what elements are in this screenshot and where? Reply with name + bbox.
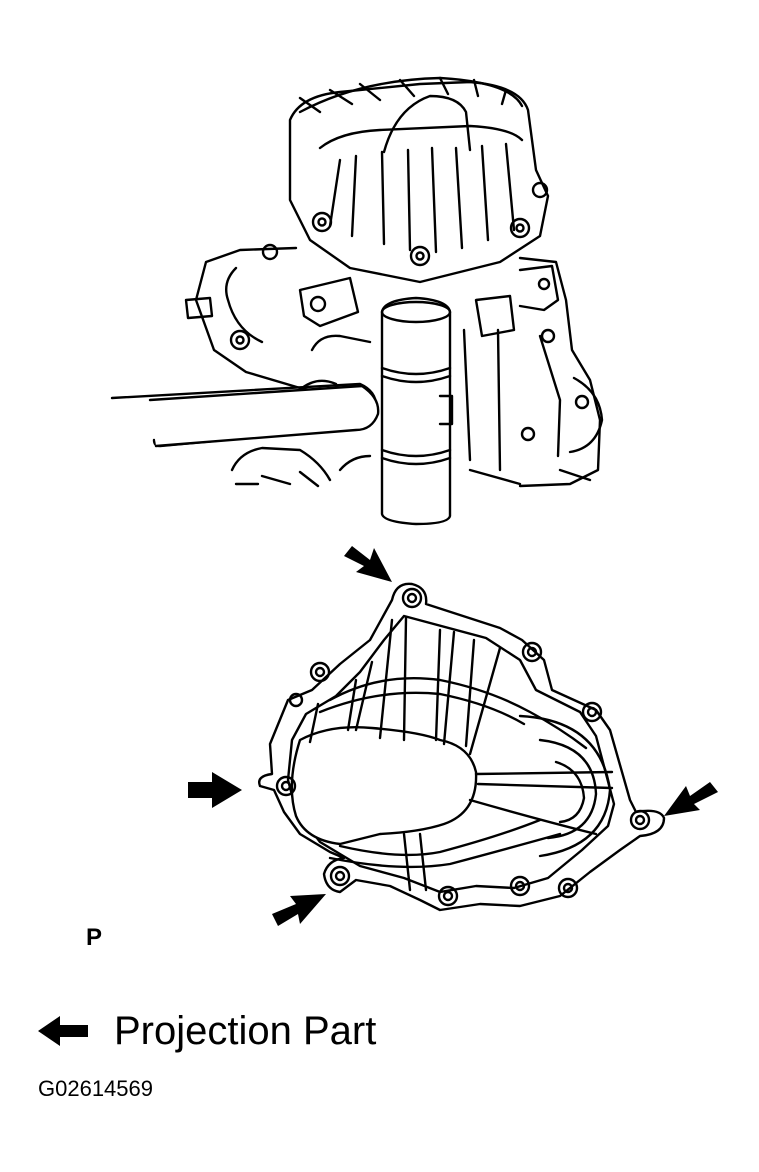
projection-arrows: [188, 546, 718, 926]
transmission-assembly: [184, 76, 604, 488]
projection-arrow-top: [344, 546, 392, 582]
projection-arrow-right: [664, 782, 718, 816]
legend: Projection Part: [36, 1006, 376, 1056]
projection-arrow-bottom: [272, 894, 326, 926]
legend-label: Projection Part: [114, 1009, 377, 1053]
case-housing: [258, 582, 666, 912]
filled-left-arrow-icon: [38, 1016, 88, 1046]
projection-arrow-left: [188, 772, 242, 808]
plastic-hammer: [110, 296, 454, 526]
figure-code: G02614569: [38, 1076, 153, 1101]
view-marker-label: P: [86, 924, 103, 951]
